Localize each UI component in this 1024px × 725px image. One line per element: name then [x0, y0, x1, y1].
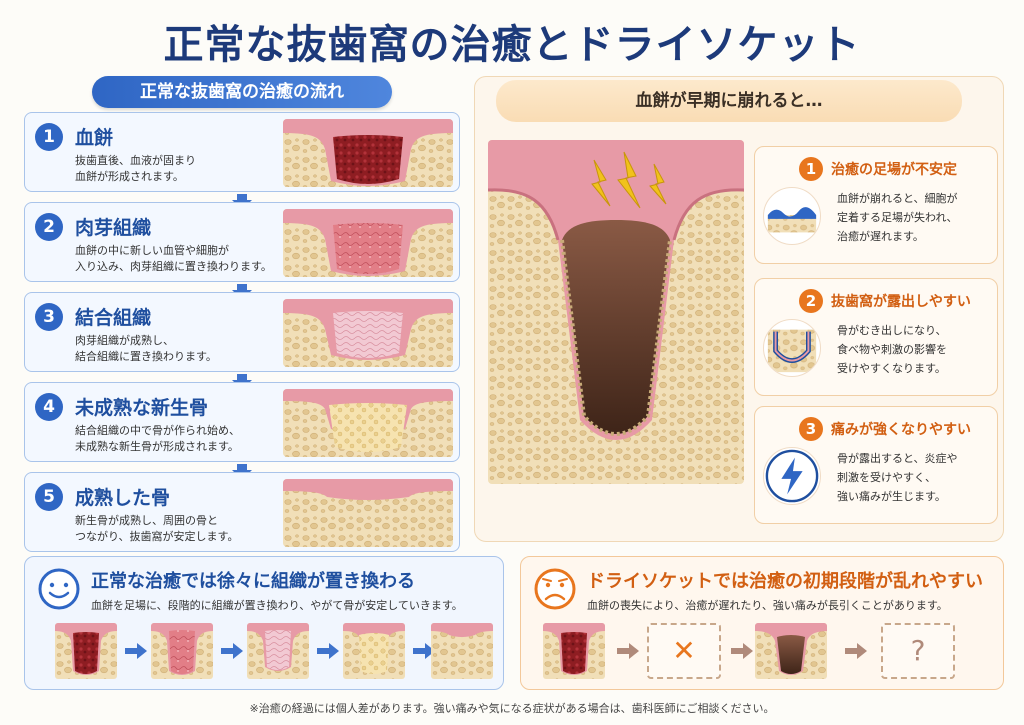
risk-number: 2 — [799, 289, 823, 313]
granulation-tissue-illustration — [283, 209, 453, 277]
step-title: 結合組織 — [75, 307, 152, 329]
mini-mature-bone — [431, 623, 493, 679]
step-number: 3 — [35, 303, 63, 331]
step-description: 新生骨が成熟し、周囲の骨と つながり、抜歯窩が安定します。 — [75, 514, 239, 543]
dry-summary-description: 血餅の喪失により、治癒が遅れたり、強い痛みが長引くことがあります。 — [587, 599, 948, 612]
right-arrow-icon — [413, 643, 435, 659]
blood-clot-illustration — [283, 119, 453, 187]
step-title: 未成熟な新生骨 — [75, 397, 209, 419]
pain-lightning-icon — [591, 151, 667, 209]
connective-tissue-illustration — [283, 299, 453, 367]
sad-face-icon — [534, 568, 576, 610]
step-number: 5 — [35, 483, 63, 511]
smile-face-icon — [38, 568, 80, 610]
risk-description: 骨が露出すると、炎症や 刺激を受けやすく、 強い痛みが生じます。 — [837, 452, 958, 503]
risk-strong-pain: 3 痛みが強くなりやすい 骨が露出すると、炎症や 刺激を受けやすく、 強い痛みが… — [754, 406, 998, 524]
risk-description: 骨がむき出しになり、 食べ物や刺激の影響を 受けやすくなります。 — [837, 324, 947, 375]
step-blood-clot: 1 血餅 抜歯直後、血液が固まり 血餅が形成されます。 — [24, 112, 460, 192]
dry-socket-header: 血餅が早期に崩れると… — [496, 80, 962, 122]
mini-connective — [247, 623, 309, 679]
mini-blood-clot — [543, 623, 605, 679]
step-description: 抜歯直後、血液が固まり 血餅が形成されます。 — [75, 154, 196, 183]
unknown-outcome-box: ? — [881, 623, 955, 679]
step-number: 2 — [35, 213, 63, 241]
step-title: 血餅 — [75, 127, 114, 149]
right-arrow-icon — [617, 643, 639, 659]
mini-dry-socket — [755, 623, 827, 679]
immature-bone-illustration — [283, 389, 453, 457]
step-mature-bone: 5 成熟した骨 新生骨が成熟し、周囲の骨と つながり、抜歯窩が安定します。 — [24, 472, 460, 552]
exposed-socket-icon — [763, 319, 821, 377]
right-arrow-icon — [125, 643, 147, 659]
step-description: 結合組織の中で骨が作られ始め、 未成熟な新生骨が形成されます。 — [75, 424, 240, 453]
risk-number: 3 — [799, 417, 823, 441]
dry-socket-summary-box: ドライソケットでは治癒の初期段階が乱れやすい 血餅の喪失により、治癒が遅れたり、… — [520, 556, 1004, 690]
risk-title: 治癒の足場が不安定 — [831, 162, 957, 178]
risk-description: 血餅が崩れると、細胞が 定着する足場が失われ、 治癒が遅れます。 — [837, 192, 958, 243]
lightning-icon — [763, 447, 821, 505]
step-number: 4 — [35, 393, 63, 421]
step-description: 血餅の中に新しい血管や細胞が 入り込み、肉芽組織に置き換わります。 — [75, 244, 272, 273]
mini-immature-bone — [343, 623, 405, 679]
mini-granulation — [151, 623, 213, 679]
step-immature-bone: 4 未成熟な新生骨 結合組織の中で骨が作られ始め、 未成熟な新生骨が形成されます… — [24, 382, 460, 462]
step-connective: 3 結合組織 肉芽組織が成熟し、 結合組織に置き換わります。 — [24, 292, 460, 372]
step-number: 1 — [35, 123, 63, 151]
footnote: ※治癒の経過には個人差があります。強い痛みや気になる症状がある場合は、歯科医師に… — [249, 702, 775, 715]
mature-bone-illustration — [283, 479, 453, 547]
risk-number: 1 — [799, 157, 823, 181]
normal-summary-box: 正常な治癒では徐々に組織が置き換わる 血餅を足場に、段階的に組織が置き換わり、や… — [24, 556, 504, 690]
page-title: 正常な抜歯窩の治癒とドライソケット — [163, 22, 861, 68]
step-title: 肉芽組織 — [75, 217, 152, 239]
right-arrow-icon — [731, 643, 753, 659]
step-description: 肉芽組織が成熟し、 結合組織に置き換わります。 — [75, 334, 217, 363]
right-arrow-icon — [845, 643, 867, 659]
right-arrow-icon — [221, 643, 243, 659]
mini-blood-clot — [55, 623, 117, 679]
clot-lost-box: ✕ — [647, 623, 721, 679]
normal-summary-title: 正常な治癒では徐々に組織が置き換わる — [91, 571, 415, 592]
risk-unstable-scaffold: 1 治癒の足場が不安定 血餅が崩れると、細胞が 定着する足場が失われ、 治癒が遅… — [754, 146, 998, 264]
normal-healing-header: 正常な抜歯窩の治癒の流れ — [92, 76, 392, 108]
risk-title: 抜歯窩が露出しやすい — [831, 294, 971, 310]
step-title: 成熟した骨 — [75, 487, 171, 509]
dry-summary-title: ドライソケットでは治癒の初期段階が乱れやすい — [587, 571, 983, 592]
risk-socket-exposed: 2 抜歯窩が露出しやすい 骨がむき出しになり、 食べ物や刺激の影響を 受けやすく… — [754, 278, 998, 396]
risk-title: 痛みが強くなりやすい — [831, 422, 971, 438]
step-granulation: 2 肉芽組織 血餅の中に新しい血管や細胞が 入り込み、肉芽組織に置き換わります。 — [24, 202, 460, 282]
normal-summary-description: 血餅を足場に、段階的に組織が置き換わり、やがて骨が安定していきます。 — [91, 599, 463, 612]
right-arrow-icon — [317, 643, 339, 659]
dry-socket-illustration — [488, 140, 744, 484]
unstable-scaffold-icon — [763, 187, 821, 245]
